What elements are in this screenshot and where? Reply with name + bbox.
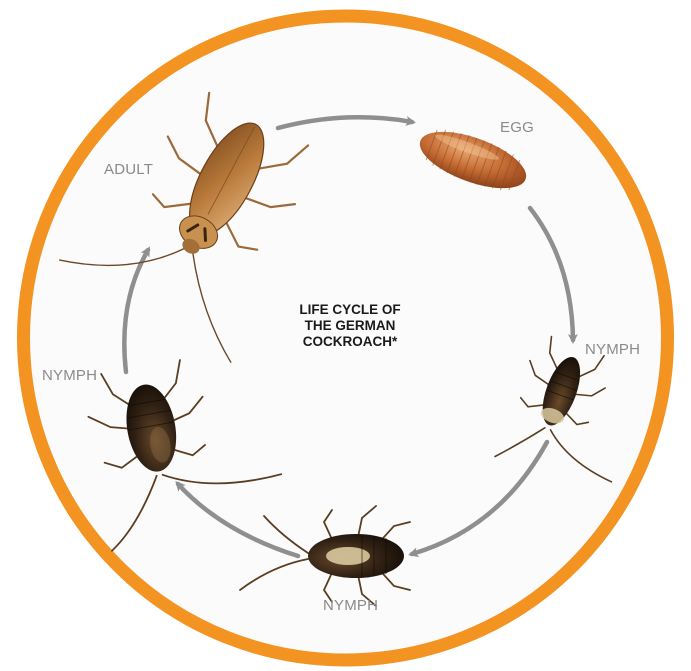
- stage-label-egg: EGG: [500, 119, 534, 136]
- title-line: LIFE CYCLE OF: [275, 302, 425, 318]
- diagram-title: LIFE CYCLE OF THE GERMAN COCKROACH*: [275, 302, 425, 350]
- stage-label-nymph-left: NYMPH: [42, 367, 97, 384]
- stage-label-nymph-right: NYMPH: [585, 341, 640, 358]
- stage-label-adult: ADULT: [104, 161, 153, 178]
- title-line: THE GERMAN: [275, 318, 425, 334]
- stage-label-nymph-bottom: NYMPH: [323, 597, 378, 614]
- title-line: COCKROACH*: [275, 334, 425, 350]
